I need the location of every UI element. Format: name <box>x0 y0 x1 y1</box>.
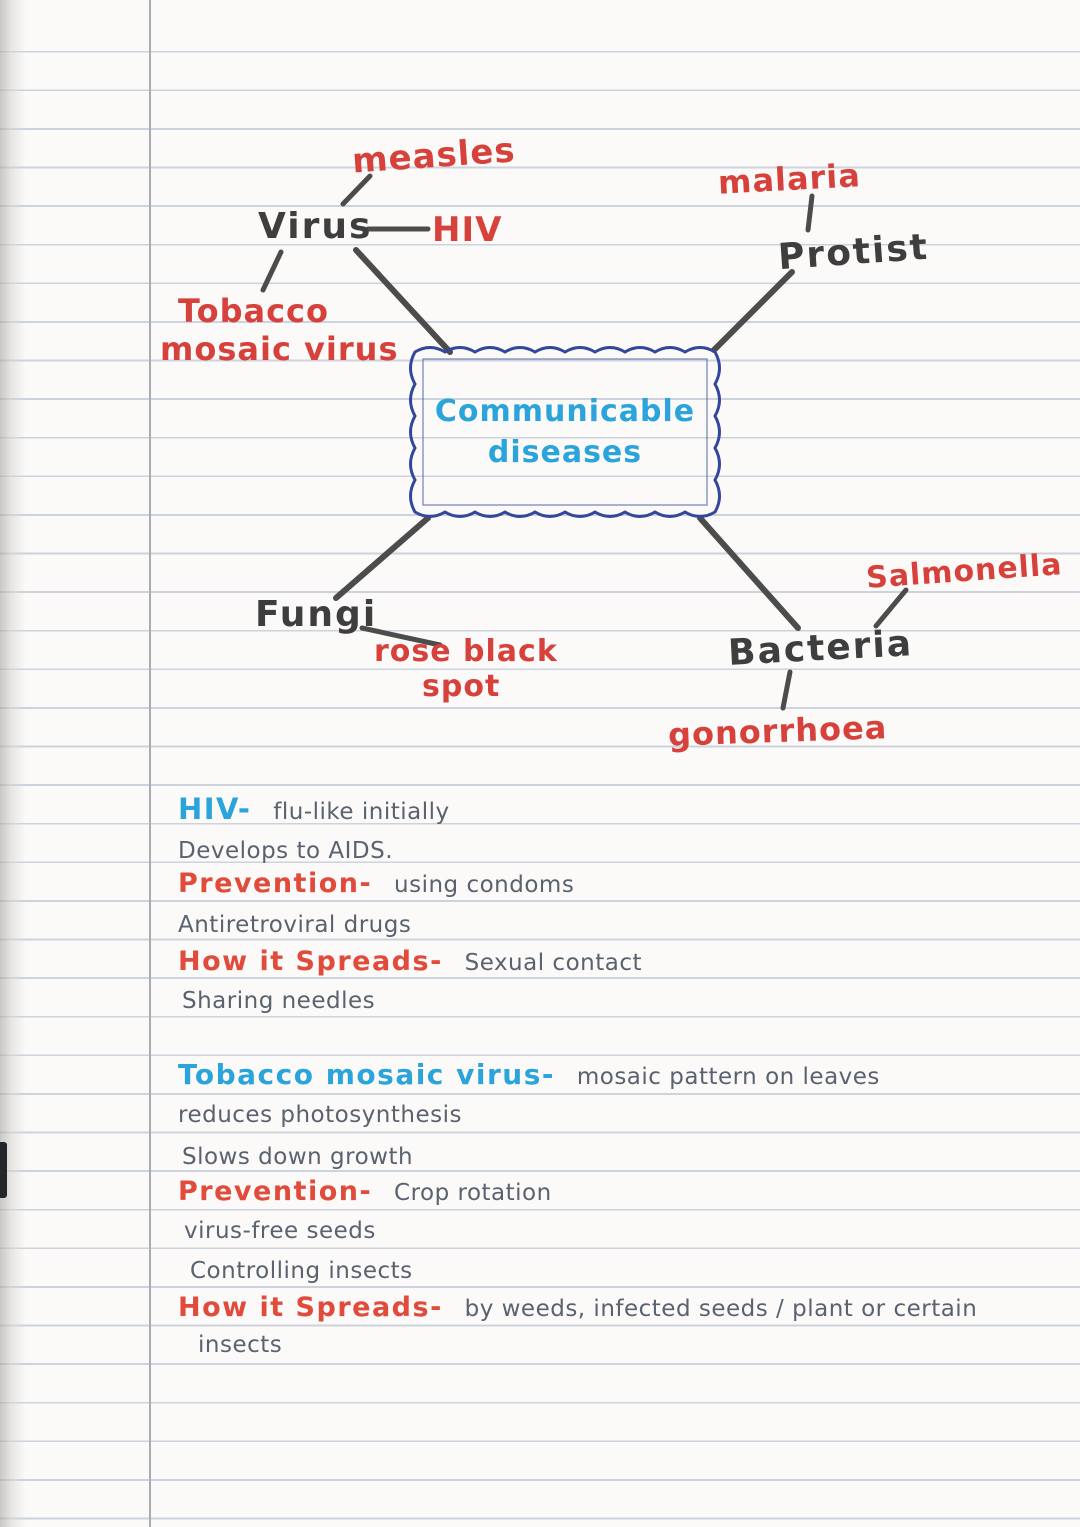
hiv-antiretroviral: Antiretroviral drugs <box>178 912 412 938</box>
hiv-develops-aids: Develops to AIDS. <box>178 838 394 864</box>
tmv-reduces-photosynthesis: reduces photosynthesis <box>178 1102 462 1128</box>
rose-label-line1: rose black <box>374 634 558 669</box>
center-box-inner-border <box>422 358 708 506</box>
tmv-spread-desc-continued: insects <box>198 1332 283 1358</box>
example-tobacco-mosaic-virus: Tobacco mosaic virus <box>160 292 398 368</box>
note-tmv-line4: Prevention- Crop rotation <box>178 1176 552 1207</box>
connector-virus-tmv <box>260 249 284 293</box>
hiv-prevention-label: Prevention- <box>178 868 373 899</box>
tmv-label-line1: Tobacco <box>178 292 329 330</box>
connector-salmonella-bacteria <box>873 587 909 629</box>
connector-protist-box <box>711 269 795 353</box>
tmv-controlling-insects: Controlling insects <box>190 1258 413 1284</box>
note-hiv-line2: Develops to AIDS. <box>178 838 393 864</box>
tmv-slows-growth: Slows down growth <box>182 1144 414 1170</box>
hiv-spread-desc: Sexual contact <box>464 950 642 976</box>
example-rose-black-spot: rose black spot <box>374 634 558 704</box>
tmv-spread-label: How it Spreads- <box>178 1292 443 1323</box>
hiv-heading: HIV- <box>178 792 252 826</box>
connector-box-bacteria <box>697 515 801 631</box>
tmv-spread-desc: by weeds, infected seeds / plant or cert… <box>464 1296 978 1322</box>
center-node-line1: Communicable <box>434 394 696 429</box>
connector-virus-box <box>353 247 453 355</box>
note-tmv-line6: Controlling insects <box>190 1258 413 1284</box>
connector-bacteria-gonorrhoea <box>780 669 793 711</box>
note-tmv-line2: reduces photosynthesis <box>178 1102 462 1128</box>
note-tmv-line3: Slows down growth <box>182 1144 413 1170</box>
connector-virus-measles <box>340 173 373 207</box>
note-hiv-line4: Antiretroviral drugs <box>178 912 411 938</box>
hiv-prevention-desc: using condoms <box>394 872 575 898</box>
page-edge-mark <box>0 1142 7 1198</box>
tmv-label-line2: mosaic virus <box>160 330 399 368</box>
page-edge-shadow <box>0 0 26 1527</box>
example-hiv: HIV <box>432 210 503 250</box>
connector-box-fungi <box>333 515 431 601</box>
tmv-heading: Tobacco mosaic virus- <box>178 1058 556 1091</box>
connector-fungi-rose <box>359 625 443 648</box>
example-gonorrhoea: gonorrhoea <box>667 708 888 754</box>
node-virus: Virus <box>258 206 373 247</box>
hiv-sharing-needles: Sharing needles <box>182 988 376 1014</box>
tmv-heading-desc: mosaic pattern on leaves <box>576 1064 880 1090</box>
margin-rule <box>149 0 151 1527</box>
note-tmv-line7: How it Spreads- by weeds, infected seeds… <box>178 1292 977 1323</box>
note-tmv-line8: insects <box>198 1332 282 1358</box>
note-hiv-line5: How it Spreads- Sexual contact <box>178 946 642 977</box>
node-fungi: Fungi <box>255 594 378 635</box>
hiv-spread-label: How it Spreads- <box>178 946 443 977</box>
note-tmv-line1: Tobacco mosaic virus- mosaic pattern on … <box>178 1058 880 1091</box>
center-box-border <box>409 346 721 518</box>
tmv-prevention-label: Prevention- <box>178 1176 373 1207</box>
example-malaria: malaria <box>717 156 862 202</box>
tmv-virus-free-seeds: virus-free seeds <box>184 1218 376 1244</box>
center-node-label: Communicable diseases <box>417 392 713 473</box>
note-tmv-line5: virus-free seeds <box>184 1218 376 1244</box>
connector-malaria-protist <box>805 193 815 233</box>
hiv-heading-desc: flu-like initially <box>273 799 450 825</box>
note-hiv-line3: Prevention- using condoms <box>178 868 574 899</box>
rose-label-line2: spot <box>422 669 501 704</box>
note-hiv-line1: HIV- flu-like initially <box>178 792 450 826</box>
center-node-line2: diseases <box>487 434 643 470</box>
tmv-prevention-desc: Crop rotation <box>394 1180 552 1206</box>
note-hiv-line6: Sharing needles <box>182 988 375 1014</box>
